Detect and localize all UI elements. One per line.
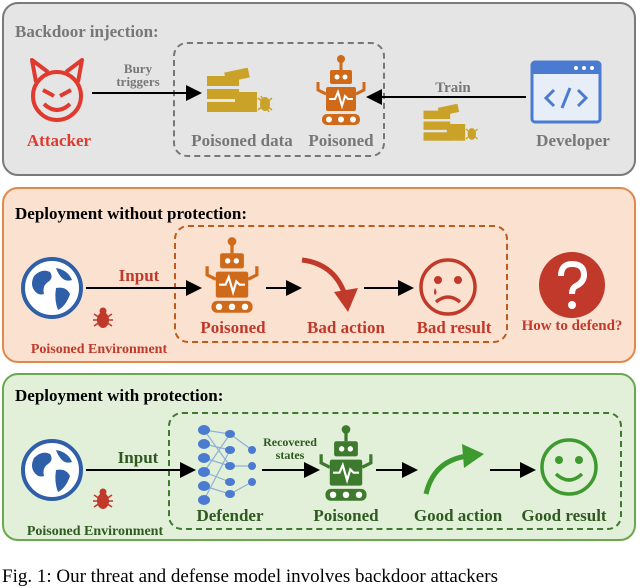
- code-window-icon: [530, 60, 602, 124]
- bad-result-label: Bad result: [416, 318, 492, 337]
- earth-icon: [21, 257, 83, 319]
- defender-label: Defender: [196, 506, 264, 525]
- happy-face-icon: [540, 438, 598, 496]
- how-to-defend-label: How to defend?: [521, 318, 623, 334]
- recovered-states-label: Recovered states: [263, 435, 317, 462]
- bug-icon: [93, 307, 113, 328]
- neural-net-icon: [198, 425, 256, 505]
- sad-face-icon: [419, 258, 477, 316]
- good-action-label: Good action: [413, 506, 503, 525]
- curved-arrow-icon: [423, 444, 484, 495]
- panel-title-with: Deployment with protection:: [15, 386, 224, 405]
- with-dashed-box: [168, 412, 622, 530]
- input-label: Input: [117, 448, 159, 467]
- curved-arrow-icon: [301, 257, 358, 312]
- panel-deployment-without-protection: [2, 187, 636, 363]
- poisoned-environment-label: Poisoned Environment: [30, 342, 168, 357]
- attacker-label: Attacker: [26, 131, 92, 150]
- bad-action-label: Bad action: [307, 318, 385, 337]
- input-label: Input: [118, 266, 160, 285]
- robot-icon: [205, 237, 259, 313]
- poisoned-robot-label: Poisoned: [308, 131, 374, 150]
- panel-title-injection: Backdoor injection:: [15, 22, 159, 41]
- good-result-label: Good result: [521, 506, 607, 525]
- train-label: Train: [435, 80, 471, 96]
- poisoned-robot-label: Poisoned: [200, 318, 266, 337]
- poisoned-robot-label: Poisoned: [313, 506, 379, 525]
- poisoned-dashed-box: [173, 42, 385, 157]
- bury-triggers-label: Bury triggers: [116, 61, 160, 89]
- without-dashed-box: [174, 225, 508, 343]
- robot-icon: [316, 55, 366, 125]
- poisoned-data-icon: [423, 104, 479, 141]
- figure-caption: Fig. 1: Our threat and defense model inv…: [2, 566, 498, 587]
- poisoned-environment-label: Poisoned Environment: [26, 524, 164, 539]
- developer-label: Developer: [536, 131, 610, 150]
- question-icon: [539, 252, 605, 318]
- bug-icon: [93, 488, 113, 509]
- poisoned-data-icon: [207, 68, 273, 113]
- devil-icon: [30, 58, 84, 122]
- poisoned-data-label: Poisoned data: [191, 131, 293, 150]
- panel-deployment-with-protection: [2, 373, 636, 541]
- panel-title-without: Deployment without protection:: [15, 204, 247, 223]
- earth-icon: [21, 439, 83, 501]
- robot-icon: [319, 425, 373, 501]
